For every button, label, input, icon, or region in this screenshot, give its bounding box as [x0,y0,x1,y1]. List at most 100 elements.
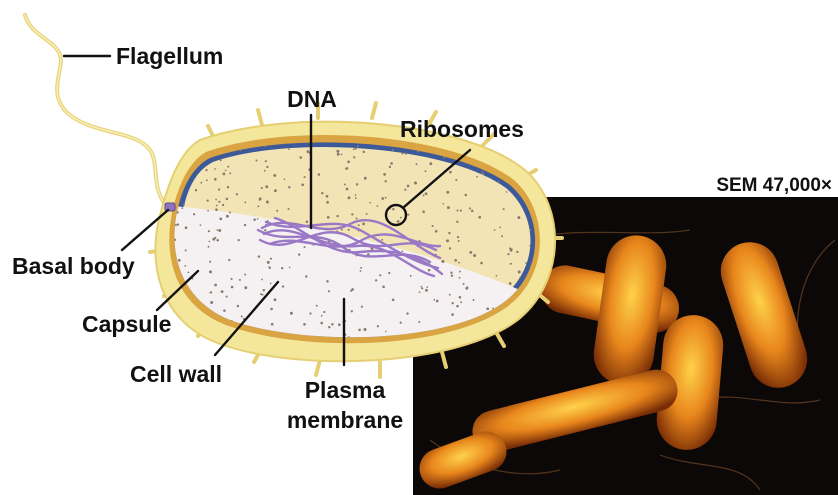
ribosome-dot [187,271,190,274]
ribosome-dot [303,246,306,249]
ribosome-dot [221,203,225,207]
ribosome-dot [374,279,378,282]
ribosome-dot [325,194,329,198]
ribosome-dot [331,323,334,326]
ribosome-dot [174,224,177,227]
ribosome-dot [456,209,459,212]
ribosome-dot [481,170,484,173]
ribosome-dot [509,249,513,252]
ribosome-dot [354,147,357,150]
ribosome-dot [517,216,521,220]
ribosome-dot [381,197,385,200]
ribosome-dot [326,280,329,283]
ribosome-dot [206,179,208,182]
ribosome-dot [493,229,496,231]
ribosome-dot [379,274,382,277]
ribosome-dot [269,267,271,270]
ribosome-dot [392,207,395,211]
ribosome-dot [409,274,412,277]
ribosome-dot [456,235,460,239]
ribosome-dot [450,274,454,277]
ribosome-dot [533,151,536,155]
ribosome-dot [525,134,527,136]
basal-body-label: Basal body [12,253,135,279]
ribosome-dot [215,204,218,207]
ribosome-dot [200,181,203,184]
ribosome-dot [210,301,214,304]
ribosome-dot [514,154,516,157]
basal-body-leader [120,208,170,252]
ribosome-dot [227,165,230,168]
ribosome-dot [340,153,343,156]
ribosome-dot [215,208,218,211]
ribosome-dot [448,293,451,296]
ribosome-dot [456,304,459,308]
ribosome-dot [236,304,240,308]
ribosome-dot [225,295,228,298]
ribosome-dot [192,335,195,338]
ribosome-dot [347,228,350,231]
ribosome-dot [376,205,379,207]
ribosome-dot [269,282,272,285]
ribosome-dot [305,275,308,278]
ribosome-dot [258,198,261,201]
ribosome-dot [175,344,177,346]
ribosome-dot [460,301,462,303]
ribosome-dot [174,238,177,241]
ribosome-dot [465,286,469,290]
ribosome-dot [458,276,461,279]
ribosome-dot [355,217,358,220]
ribosome-dot [222,172,226,176]
ribosome-dot [427,268,431,272]
ribosome-dot [401,152,404,155]
ribosome-dot [214,168,216,170]
ribosome-dot [299,156,303,159]
ribosome-dot [261,278,263,281]
ribosome-dot [414,181,417,185]
ribosome-dot [358,328,361,332]
ribosome-dot [401,250,404,253]
ribosome-dot [345,187,349,191]
ribosome-dot [323,310,326,314]
ribosome-dot [336,152,340,156]
ribosome-dot [442,202,445,205]
ribosome-dot [449,170,452,174]
ribosome-dot [406,312,409,315]
ribosome-dot [529,229,532,232]
ribosome-dot [257,205,260,208]
ribosome-dot [199,224,202,226]
ribosome-dot [492,307,494,310]
ribosome-dot [219,217,223,221]
ribosome-dot [384,180,387,183]
ribosome-dot [207,209,209,212]
ribosome-dot [326,216,330,219]
ribosome-dot [309,312,312,315]
ribosome-dot [505,191,508,193]
ribosome-dot [176,223,180,226]
ribosome-dot [354,197,357,199]
ribosome-dot [418,291,421,293]
ribosome-dot [352,148,355,151]
ribosome-dot [459,209,462,212]
ribosome-dot [446,239,449,243]
ribosome-dot [369,201,372,204]
rod-cell [656,315,724,450]
ribosome-dot [458,261,460,264]
ribosome-dot [320,321,324,325]
ribosome-dot [223,309,226,312]
ribosome-dot [507,252,510,256]
ribosome-dot [406,184,410,188]
ribosome-dot [429,162,433,166]
ribosome-dot [517,270,521,274]
ribosome-dot [337,323,341,327]
ribosome-dot [207,245,210,248]
ribosome-dot [266,165,269,169]
ribosome-dot [230,277,233,280]
ribosome-dot [209,270,212,274]
ribosome-dot [425,288,428,292]
ribosome-dot [343,183,346,186]
ribosome-dot [351,213,354,216]
ribosome-dot [301,183,305,187]
ribosome-dot [229,172,232,175]
ribosome-callout-circle [384,203,408,227]
